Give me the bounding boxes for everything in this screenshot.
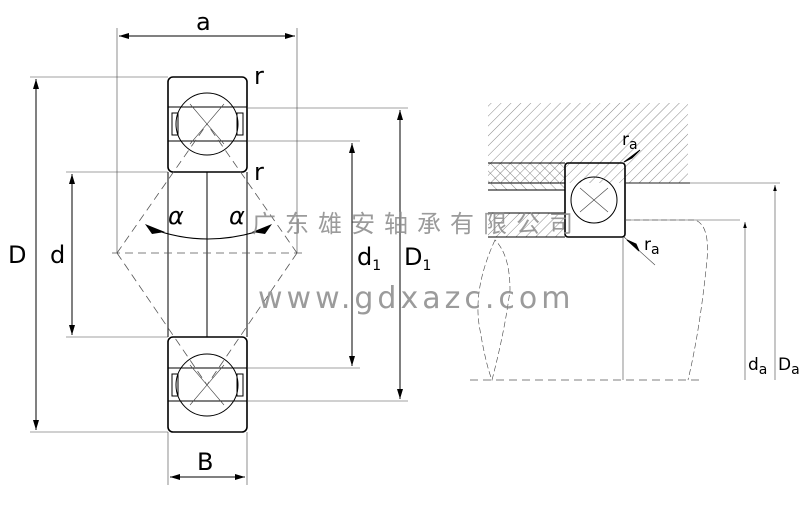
label-B: B (197, 448, 213, 476)
label-r-mid: r (254, 158, 264, 186)
label-da: da (748, 355, 767, 378)
label-ra-bottom: ra (644, 235, 660, 258)
label-alpha-right: α (229, 202, 245, 230)
label-a: a (196, 8, 211, 36)
ball-top (175, 92, 239, 156)
bearing-detail (564, 162, 626, 238)
label-ra-top: ra (622, 130, 638, 153)
label-alpha-left: α (168, 202, 184, 230)
mounting-detail-right: ra ra da Da (470, 103, 800, 381)
label-r-top: r (254, 62, 264, 90)
watermark: 广东雄安轴承有限公司 www.gdxazc.com (252, 210, 582, 316)
bearing-section-left: a r r α α D d d1 D1 B (8, 8, 431, 485)
label-D: D (8, 241, 26, 269)
watermark-website: www.gdxazc.com (258, 281, 574, 316)
ball-bottom (175, 353, 239, 417)
watermark-company: 广东雄安轴承有限公司 (252, 210, 582, 238)
label-d: d (50, 241, 65, 269)
label-D1: D1 (404, 243, 431, 274)
label-Da: Da (778, 355, 800, 378)
label-d1: d1 (357, 243, 381, 274)
